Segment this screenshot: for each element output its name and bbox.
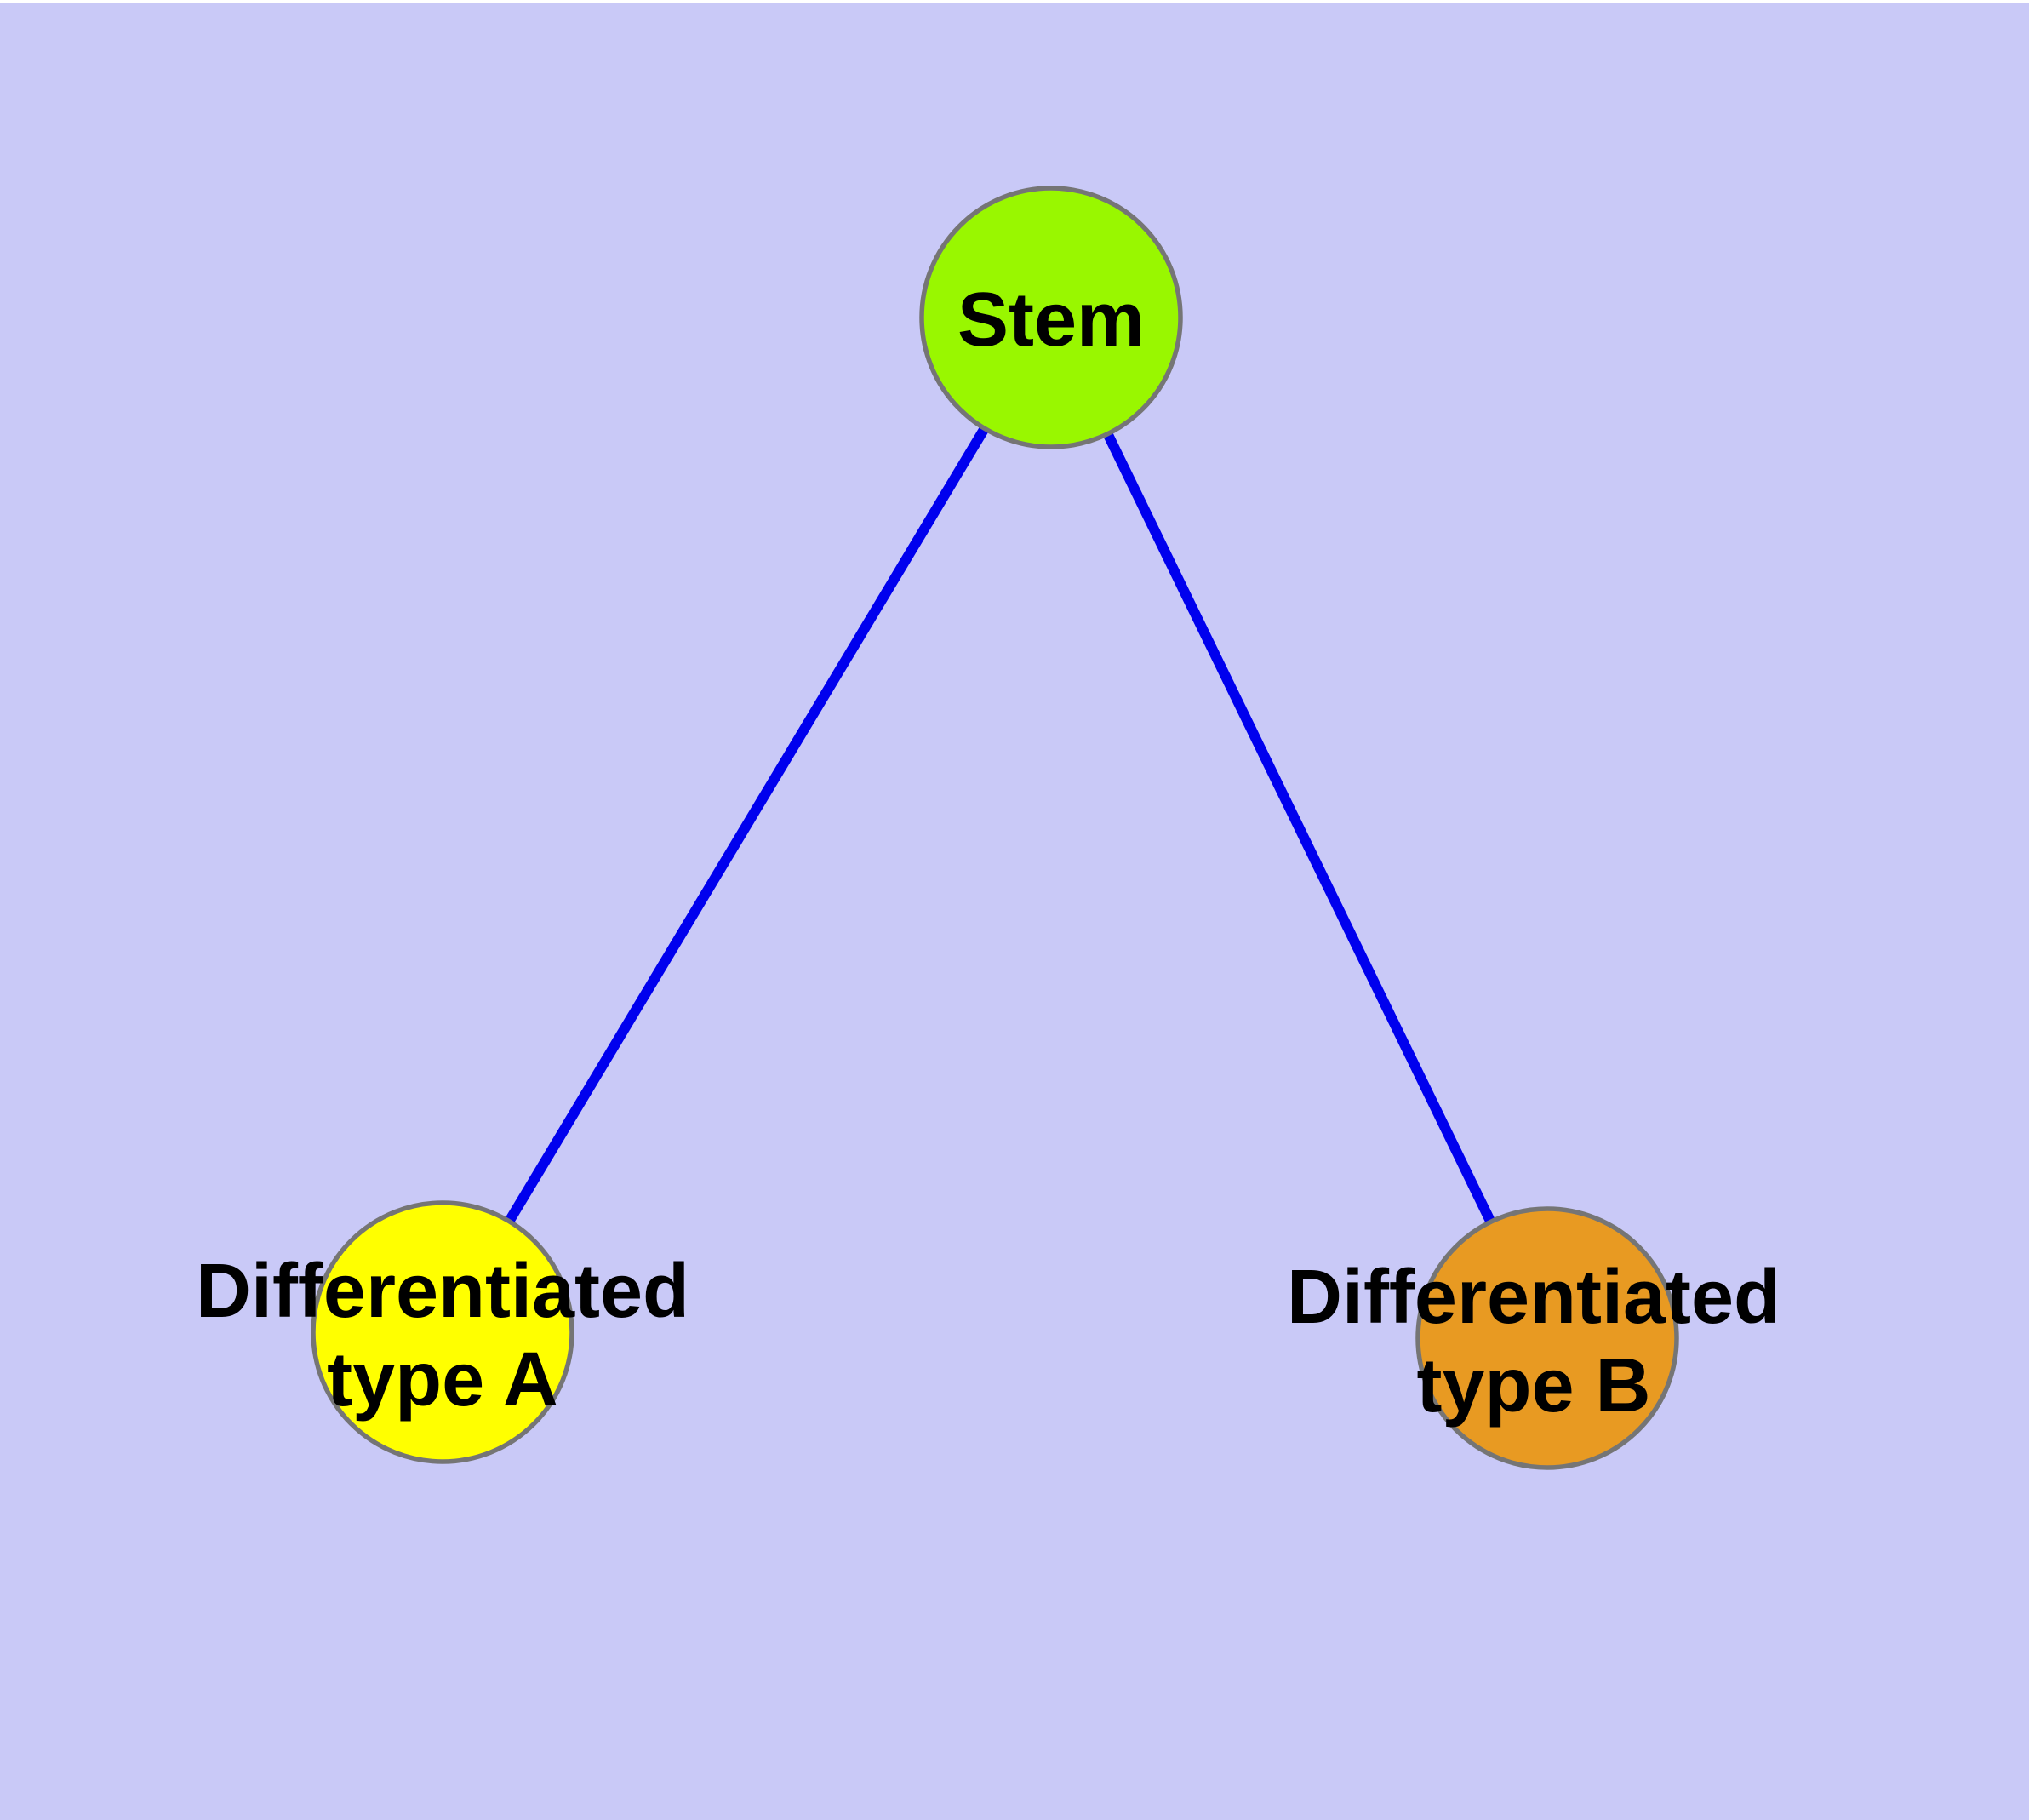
- node-differentiated-type-a: Differentiated type A: [196, 1200, 689, 1464]
- node-stem: Stem: [919, 186, 1183, 449]
- node-type-a-circle: [311, 1200, 574, 1464]
- edge-stem-to-type-b: [1046, 315, 1552, 1341]
- node-type-a-label-line2: type A: [327, 1337, 558, 1422]
- node-stem-circle: [919, 186, 1183, 449]
- node-type-b-circle: [1415, 1206, 1679, 1470]
- edge-stem-to-type-a: [437, 314, 1056, 1336]
- edge-group: [437, 314, 1552, 1341]
- top-edge-line: [0, 0, 2029, 3]
- node-type-a-label-line1: Differentiated: [196, 1249, 689, 1334]
- node-stem-label: Stem: [957, 278, 1145, 363]
- node-type-b-label-line1: Differentiated: [1287, 1255, 1780, 1340]
- node-type-b-label-line2: type B: [1416, 1343, 1650, 1428]
- node-differentiated-type-b: Differentiated type B: [1287, 1206, 1780, 1470]
